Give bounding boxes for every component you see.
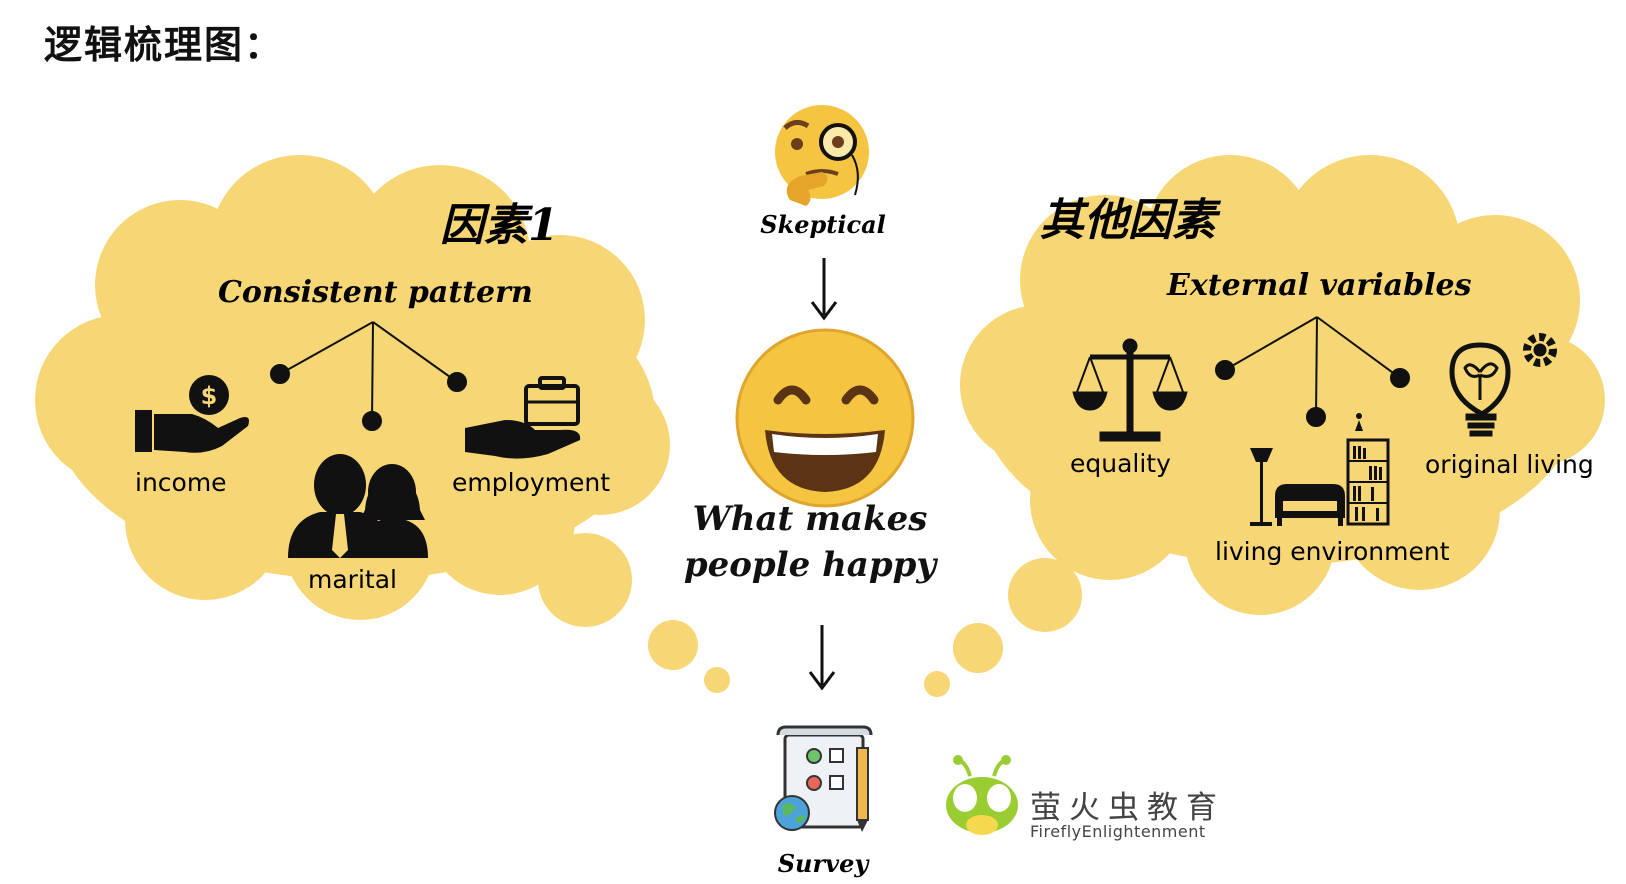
thought-bubble-large bbox=[1008, 558, 1082, 632]
arrow-down-icon bbox=[810, 258, 838, 321]
firefly-logo-icon bbox=[946, 755, 1018, 835]
bulb-gear-icon bbox=[1449, 333, 1557, 437]
grinning-face-icon bbox=[735, 328, 915, 508]
logo-en-text: FireflyEnlightenment bbox=[1030, 822, 1206, 841]
left-factor-tree bbox=[270, 321, 467, 431]
couple-icon bbox=[288, 454, 428, 558]
money-hand-icon: $ bbox=[135, 375, 249, 453]
right-heading: 其他因素 bbox=[1040, 195, 1222, 246]
thought-bubble-medium bbox=[648, 620, 698, 670]
svg-text:$: $ bbox=[201, 382, 218, 410]
skeptical-label: Skeptical bbox=[760, 210, 886, 239]
right-factor-tree bbox=[1215, 316, 1410, 427]
central-question: What makes people happy bbox=[683, 499, 937, 585]
left-subtitle: Consistent pattern bbox=[218, 275, 533, 310]
marital-label: marital bbox=[308, 565, 397, 594]
left-heading: 因素1 bbox=[440, 200, 559, 251]
thought-bubble-small bbox=[704, 667, 730, 693]
logo-cn-text: 萤火虫教育 bbox=[1030, 790, 1225, 826]
thought-bubble-small bbox=[924, 671, 950, 697]
thought-bubble-large bbox=[538, 533, 632, 627]
income-label: income bbox=[135, 468, 227, 497]
survey-icon bbox=[774, 725, 873, 832]
thought-bubble-medium bbox=[953, 623, 1003, 673]
page-title: 逻辑梳理图： bbox=[44, 23, 285, 67]
original-living-label: original living bbox=[1425, 450, 1594, 479]
left-thought-cloud bbox=[35, 155, 730, 693]
living-environment-label: living environment bbox=[1215, 537, 1450, 566]
briefcase-hand-icon bbox=[465, 376, 581, 459]
monocle-face-icon bbox=[775, 105, 869, 206]
employment-label: employment bbox=[452, 468, 610, 497]
scale-icon bbox=[1072, 338, 1188, 442]
living-room-icon bbox=[1250, 413, 1390, 526]
survey-label: Survey bbox=[778, 849, 871, 878]
right-thought-cloud bbox=[924, 155, 1605, 697]
arrow-down-icon bbox=[808, 625, 836, 691]
right-subtitle: External variables bbox=[1166, 268, 1472, 303]
equality-label: equality bbox=[1070, 449, 1171, 478]
